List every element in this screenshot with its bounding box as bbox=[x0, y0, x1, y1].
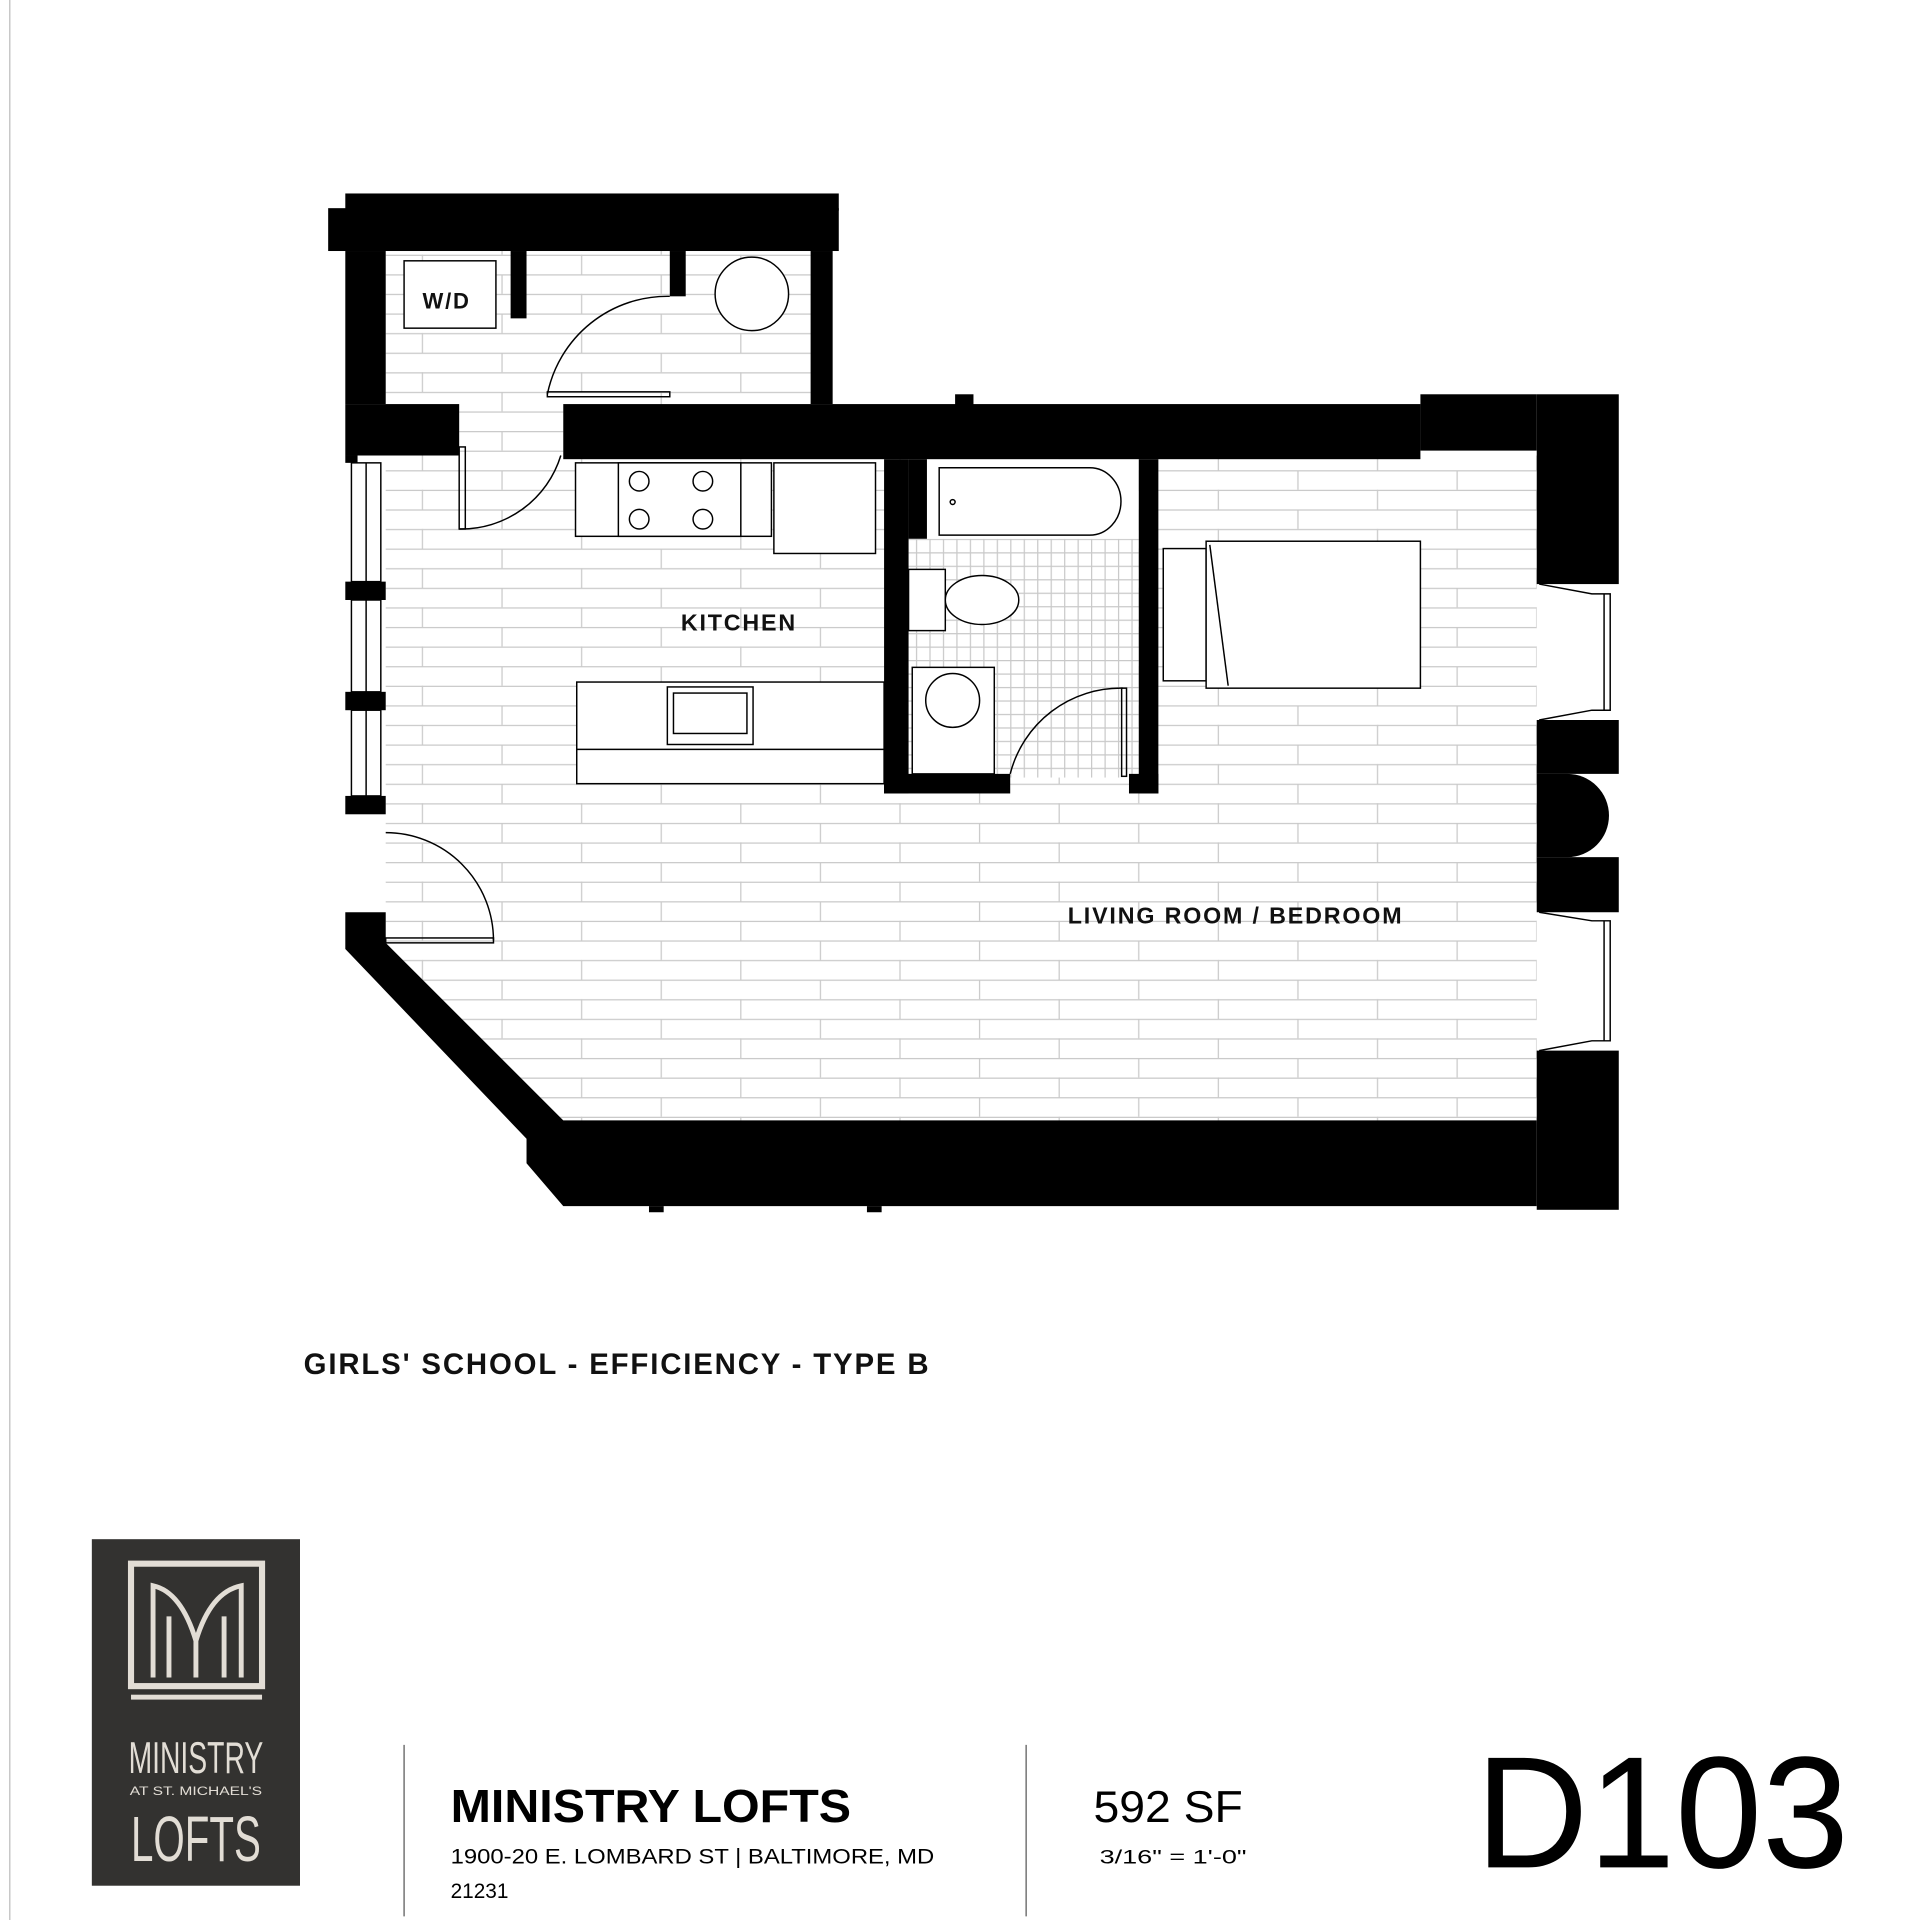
windows bbox=[350, 462, 1611, 1052]
bathtub bbox=[938, 467, 1122, 536]
address-line2: 21231 bbox=[451, 1880, 509, 1903]
refrigerator bbox=[773, 462, 877, 555]
logo-text-subtitle: AT ST. MICHAEL'S bbox=[130, 1784, 262, 1798]
property-name: MINISTRY LOFTS bbox=[451, 1780, 851, 1832]
fixtures bbox=[403, 256, 1422, 785]
label-kitchen: KITCHEN bbox=[681, 610, 797, 636]
water-heater bbox=[714, 256, 790, 332]
label-living-bedroom: LIVING ROOM / BEDROOM bbox=[1068, 902, 1404, 928]
doors bbox=[384, 295, 1128, 944]
bed bbox=[1205, 540, 1422, 689]
unit-type-title: GIRLS' SCHOOL - EFFICIENCY - TYPE B bbox=[304, 1348, 931, 1381]
logo-text-ministry: MINISTRY bbox=[129, 1734, 264, 1783]
nightstand bbox=[1162, 547, 1207, 682]
drawing-scale: 3/16" = 1'-0" bbox=[1100, 1847, 1247, 1869]
toilet-tank bbox=[907, 568, 947, 632]
hall-floor bbox=[459, 404, 564, 460]
unit-area: 592 SF bbox=[1093, 1783, 1242, 1832]
washer-dryer bbox=[403, 260, 497, 329]
ministry-lofts-logo: MINISTRY AT ST. MICHAEL'S LOFTS bbox=[91, 1539, 300, 1886]
walls bbox=[328, 193, 1619, 1213]
address-line1: 1900-20 E. LOMBARD ST | BALTIMORE, MD bbox=[451, 1846, 935, 1869]
unit-number: D103 bbox=[1476, 1723, 1849, 1901]
logo-text-lofts: LOFTS bbox=[131, 1804, 261, 1875]
label-laundry: W/D bbox=[422, 289, 470, 314]
toilet bbox=[944, 574, 1020, 626]
